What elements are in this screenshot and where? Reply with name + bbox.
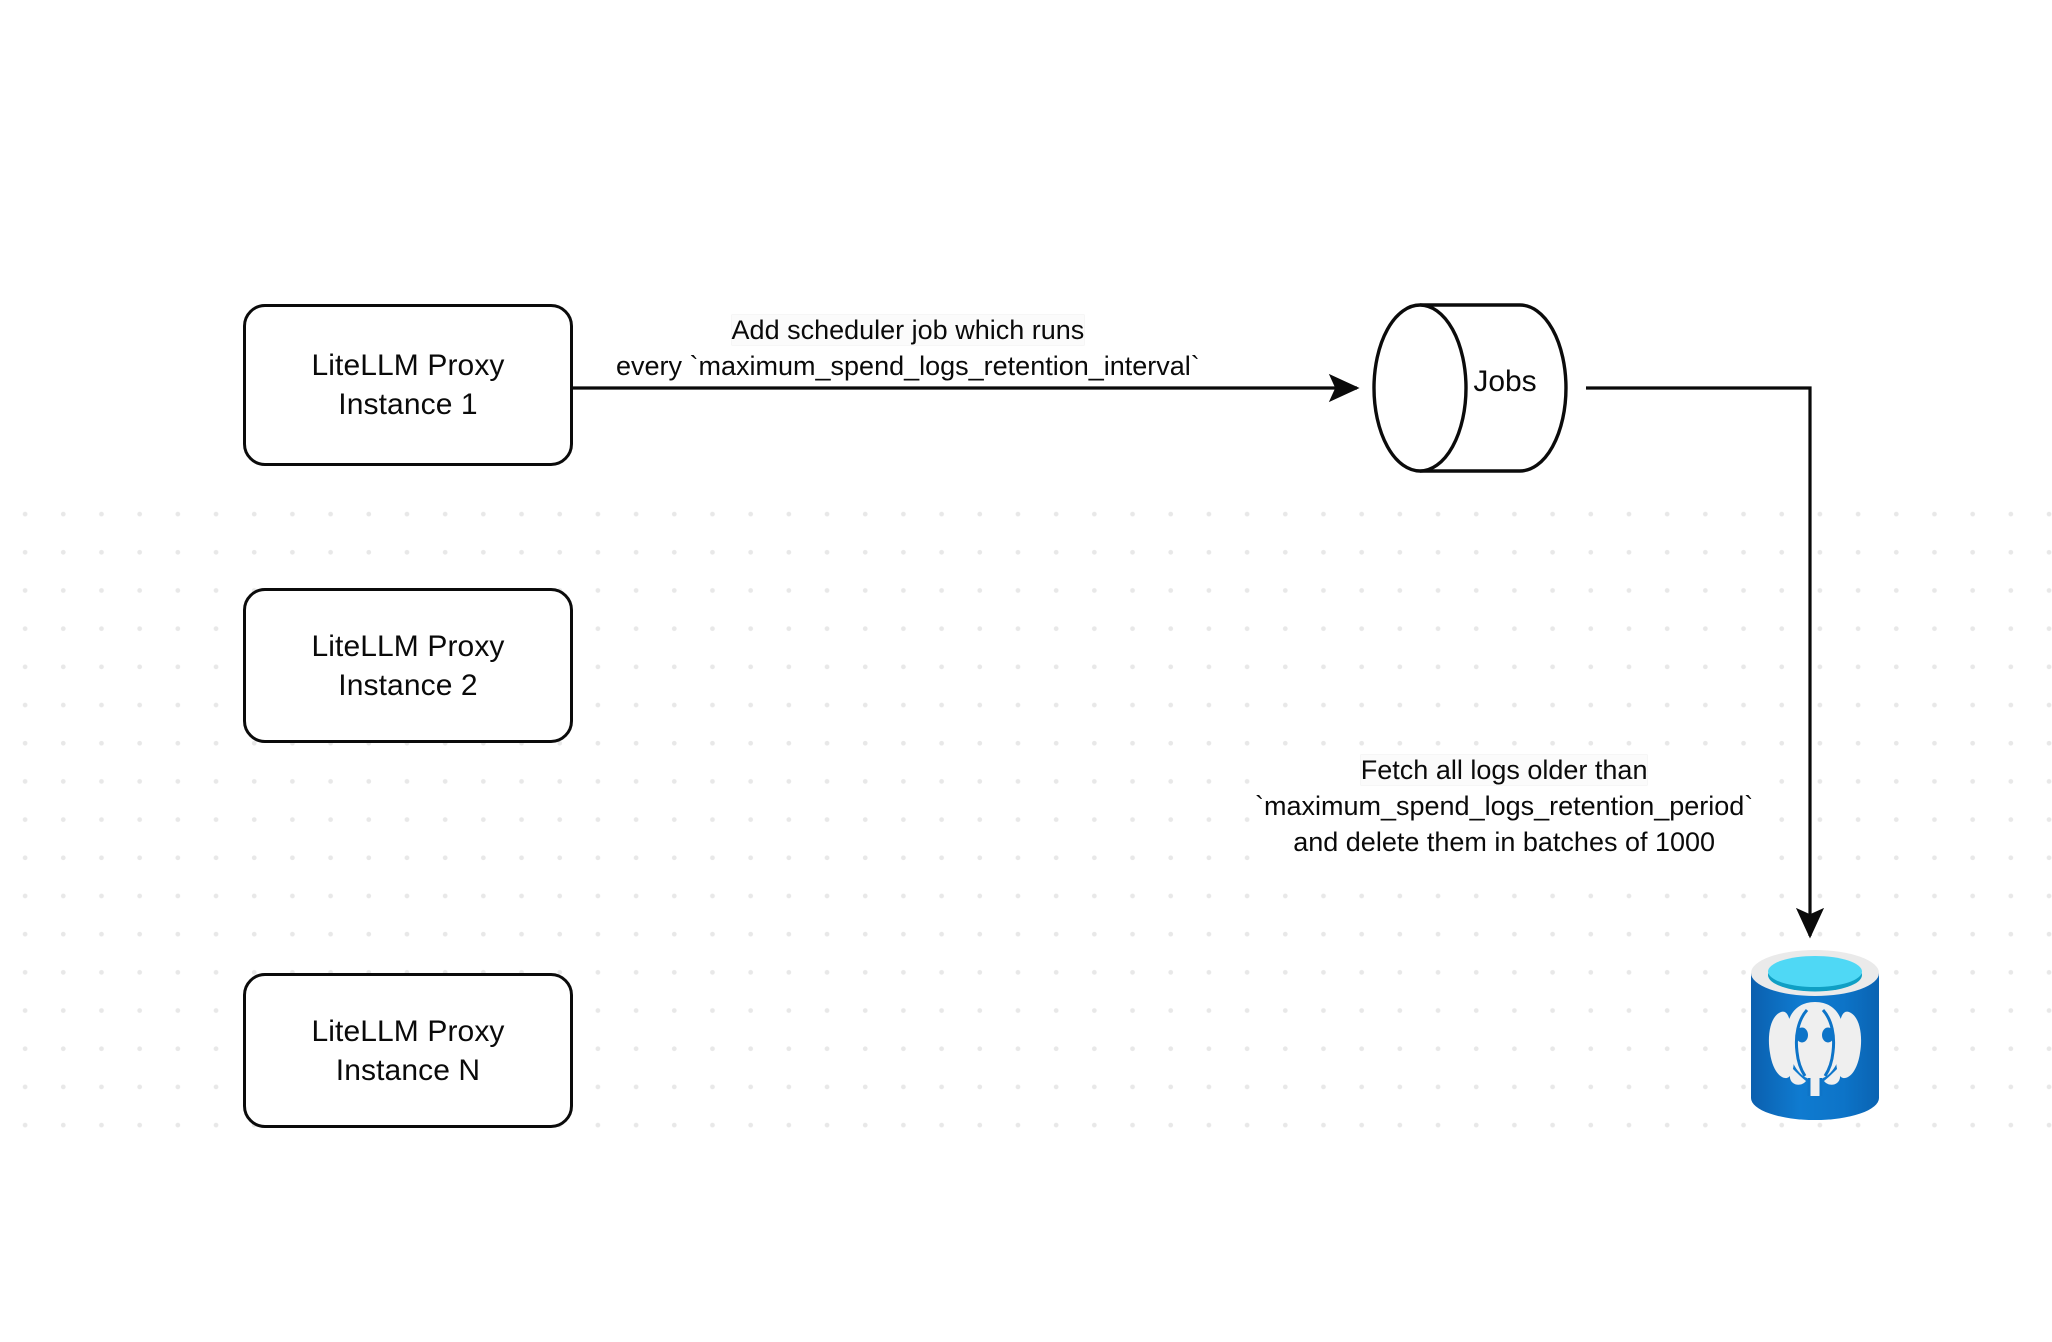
postgresql-elephant-icon[interactable] xyxy=(1745,940,1885,1130)
node-label-line1: LiteLLM Proxy xyxy=(311,629,505,663)
edge-label-add-scheduler-job: Add scheduler job which runs every `maxi… xyxy=(616,313,1200,385)
edge-label-line1: Add scheduler job which runs xyxy=(731,315,1085,345)
node-label-line1: LiteLLM Proxy xyxy=(311,349,505,382)
edge-label-fetch-and-delete-logs: Fetch all logs older than `maximum_spend… xyxy=(1255,753,1754,861)
edge-label-line3: and delete them in batches of 1000 xyxy=(1293,826,1716,857)
node-litellm-proxy-instance-2[interactable]: LiteLLM Proxy Instance 2 xyxy=(243,588,573,743)
elephant-eyes xyxy=(1796,1027,1834,1043)
node-label-line2: Instance 2 xyxy=(338,668,478,702)
node-jobs-label: Jobs xyxy=(1473,365,1537,398)
edge-label-line2: `maximum_spend_logs_retention_period` xyxy=(1255,790,1754,821)
node-label-line2: Instance 1 xyxy=(338,388,478,421)
node-label-line2: Instance N xyxy=(335,1053,481,1087)
node-label-line1: LiteLLM Proxy xyxy=(311,1014,505,1048)
node-litellm-proxy-instance-1[interactable]: LiteLLM Proxy Instance 1 xyxy=(243,304,573,466)
jobs-cylinder-shape xyxy=(1372,303,1568,473)
edge-label-line2: every `maximum_spend_logs_retention_inte… xyxy=(616,350,1200,381)
node-litellm-proxy-instance-n[interactable]: LiteLLM Proxy Instance N xyxy=(243,973,573,1128)
edge-label-line1: Fetch all logs older than xyxy=(1360,755,1648,785)
edge-jobs-to-postgres xyxy=(1586,386,1825,939)
elephant-glyph xyxy=(1768,1002,1862,1096)
